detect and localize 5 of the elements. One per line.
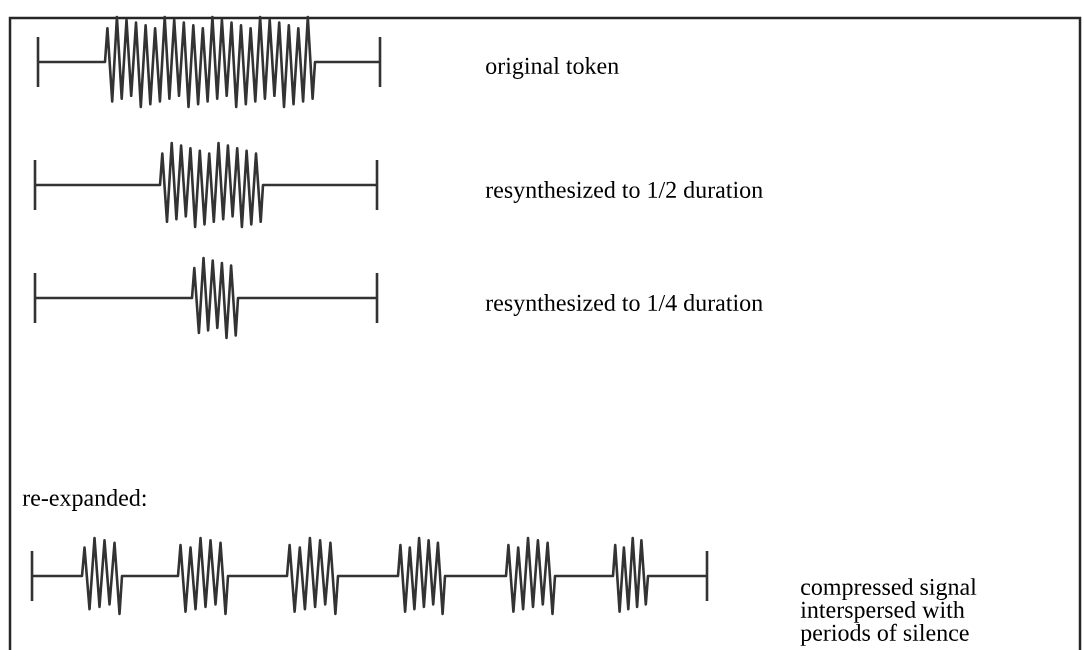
text-label: original token	[486, 57, 619, 79]
text-label: resynthesized to 1/2 duration	[485, 181, 763, 203]
text-label: compressed signal interspersed with periods of silence	[800, 578, 977, 646]
text-label: resynthesized to 1/4 duration	[485, 294, 763, 316]
text-label: re-expanded:	[22, 489, 146, 511]
